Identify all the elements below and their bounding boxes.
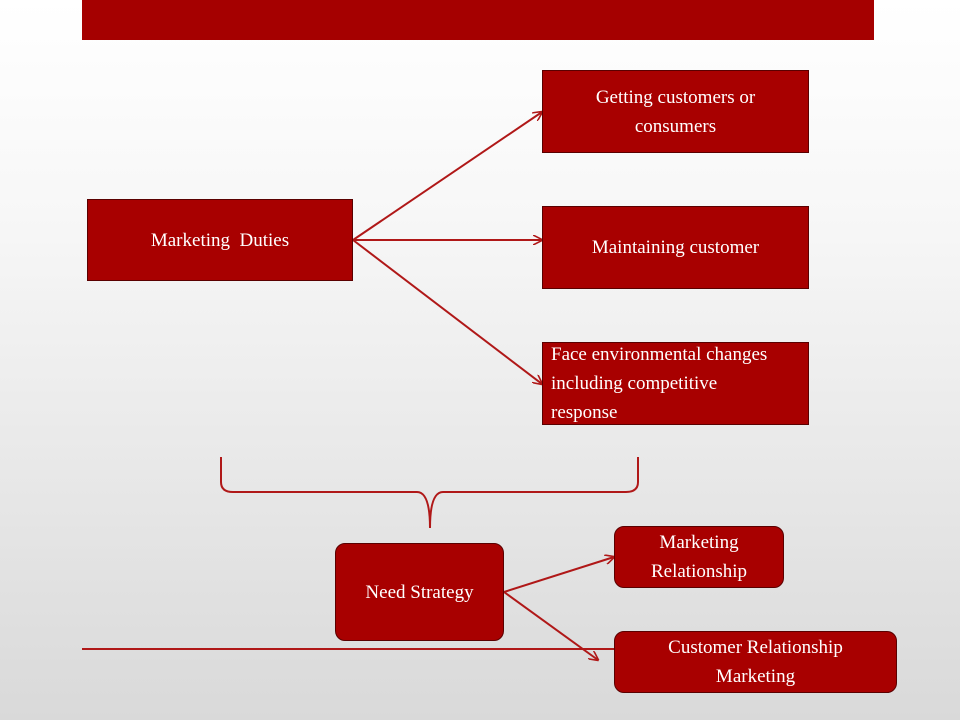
curly-brace	[220, 457, 639, 529]
marketing-relationship-label: Marketing Relationship	[650, 532, 748, 582]
title-bar	[82, 0, 874, 40]
arrow-duties-to-face	[352, 239, 542, 384]
need-strategy-box: Need Strategy	[335, 543, 504, 641]
arrow-duties-to-getting	[352, 112, 542, 241]
maintaining-customer-box: Maintaining customer	[542, 206, 809, 289]
face-environmental-box: Face environmental changes including com…	[542, 342, 809, 425]
marketing-duties-label: Marketing Duties	[150, 229, 290, 251]
maintaining-customer-label: Maintaining customer	[591, 237, 760, 258]
face-environmental-label: Face environmental changes including com…	[551, 344, 768, 423]
getting-customers-box: Getting customers or consumers	[542, 70, 809, 153]
customer-relationship-marketing-box: Customer Relationship Marketing	[614, 631, 897, 693]
marketing-relationship-box: Marketing Relationship	[614, 526, 784, 588]
marketing-duties-box: Marketing Duties	[87, 199, 353, 281]
getting-customers-label: Getting customers or consumers	[595, 86, 756, 137]
customer-relationship-marketing-label: Customer Relationship Marketing	[668, 637, 843, 687]
arrow-strategy-to-relationship	[503, 557, 614, 593]
need-strategy-label: Need Strategy	[365, 581, 474, 603]
